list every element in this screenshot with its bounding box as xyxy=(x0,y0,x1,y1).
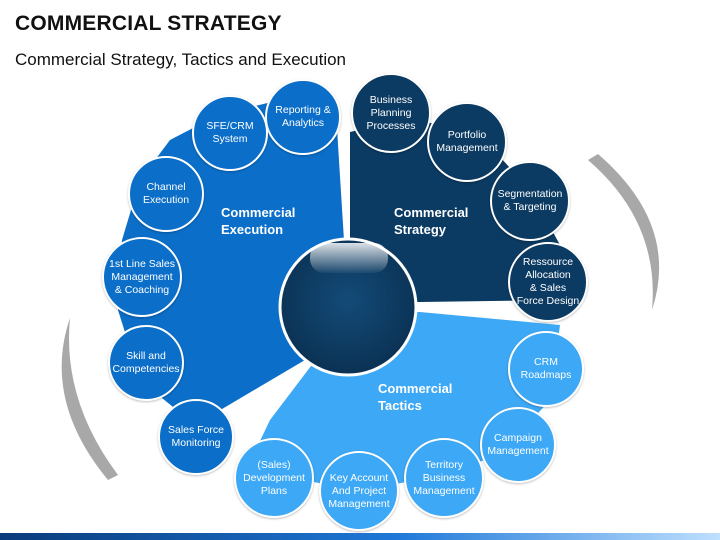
circle-node-label: SFE/CRM System xyxy=(206,120,254,145)
center-circle xyxy=(278,237,418,377)
circle-node-label: Ressource Allocation & Sales Force Desig… xyxy=(516,256,580,307)
circle-node-execution: 1st Line Sales Management & Coaching xyxy=(102,237,182,317)
circle-node-label: Segmentation & Targeting xyxy=(497,188,563,213)
circle-node-label: Campaign Management xyxy=(487,432,549,457)
circle-node-label: CRM Roadmaps xyxy=(520,356,572,381)
circle-node-label: Reporting & Analytics xyxy=(275,104,331,129)
circle-node-execution: Reporting & Analytics xyxy=(265,79,341,155)
page-subtitle: Commercial Strategy, Tactics and Executi… xyxy=(15,50,347,69)
circle-node-label: Portfolio Management xyxy=(436,129,498,154)
circle-node-execution: Sales Force Monitoring xyxy=(158,399,234,475)
segment-label-tactics: Commercial Tactics xyxy=(378,381,453,413)
circle-node-tactics: (Sales) Development Plans xyxy=(234,438,314,518)
segment-strategy xyxy=(350,118,560,302)
circle-node-label: Channel Execution xyxy=(142,181,190,206)
center-gloss xyxy=(310,243,388,273)
circle-node-tactics: Campaign Management xyxy=(480,407,556,483)
circle-node-label: (Sales) Development Plans xyxy=(243,458,305,497)
segment-label-strategy: Commercial Strategy xyxy=(394,205,469,237)
circle-node-tactics: CRM Roadmaps xyxy=(508,331,584,407)
circle-node-label: 1st Line Sales Management & Coaching xyxy=(109,257,175,296)
circle-node-strategy: Portfolio Management xyxy=(427,102,507,182)
segment-label-execution: Commercial Execution xyxy=(221,205,296,237)
circle-node-strategy: Ressource Allocation & Sales Force Desig… xyxy=(508,242,588,322)
bottom-accent-bar xyxy=(0,533,720,540)
circle-node-strategy: Segmentation & Targeting xyxy=(490,161,570,241)
circle-node-execution: SFE/CRM System xyxy=(192,95,268,171)
circle-node-label: Sales Force Monitoring xyxy=(167,424,225,449)
circle-node-strategy: Business Planning Processes xyxy=(351,73,431,153)
page-title: COMMERCIAL STRATEGY xyxy=(15,12,282,35)
circle-node-tactics: Key Account And Project Management xyxy=(319,451,399,531)
right-arc-decoration xyxy=(588,154,660,310)
left-arc-decoration xyxy=(61,318,118,480)
circle-node-tactics: Territory Business Management xyxy=(404,438,484,518)
circle-node-execution: Channel Execution xyxy=(128,156,204,232)
circle-node-execution: Skill and Competencies xyxy=(108,325,184,401)
circle-node-label: Key Account And Project Management xyxy=(328,471,390,510)
circle-node-label: Business Planning Processes xyxy=(366,93,416,132)
circle-node-label: Territory Business Management xyxy=(413,458,475,497)
circle-node-label: Skill and Competencies xyxy=(112,350,180,375)
